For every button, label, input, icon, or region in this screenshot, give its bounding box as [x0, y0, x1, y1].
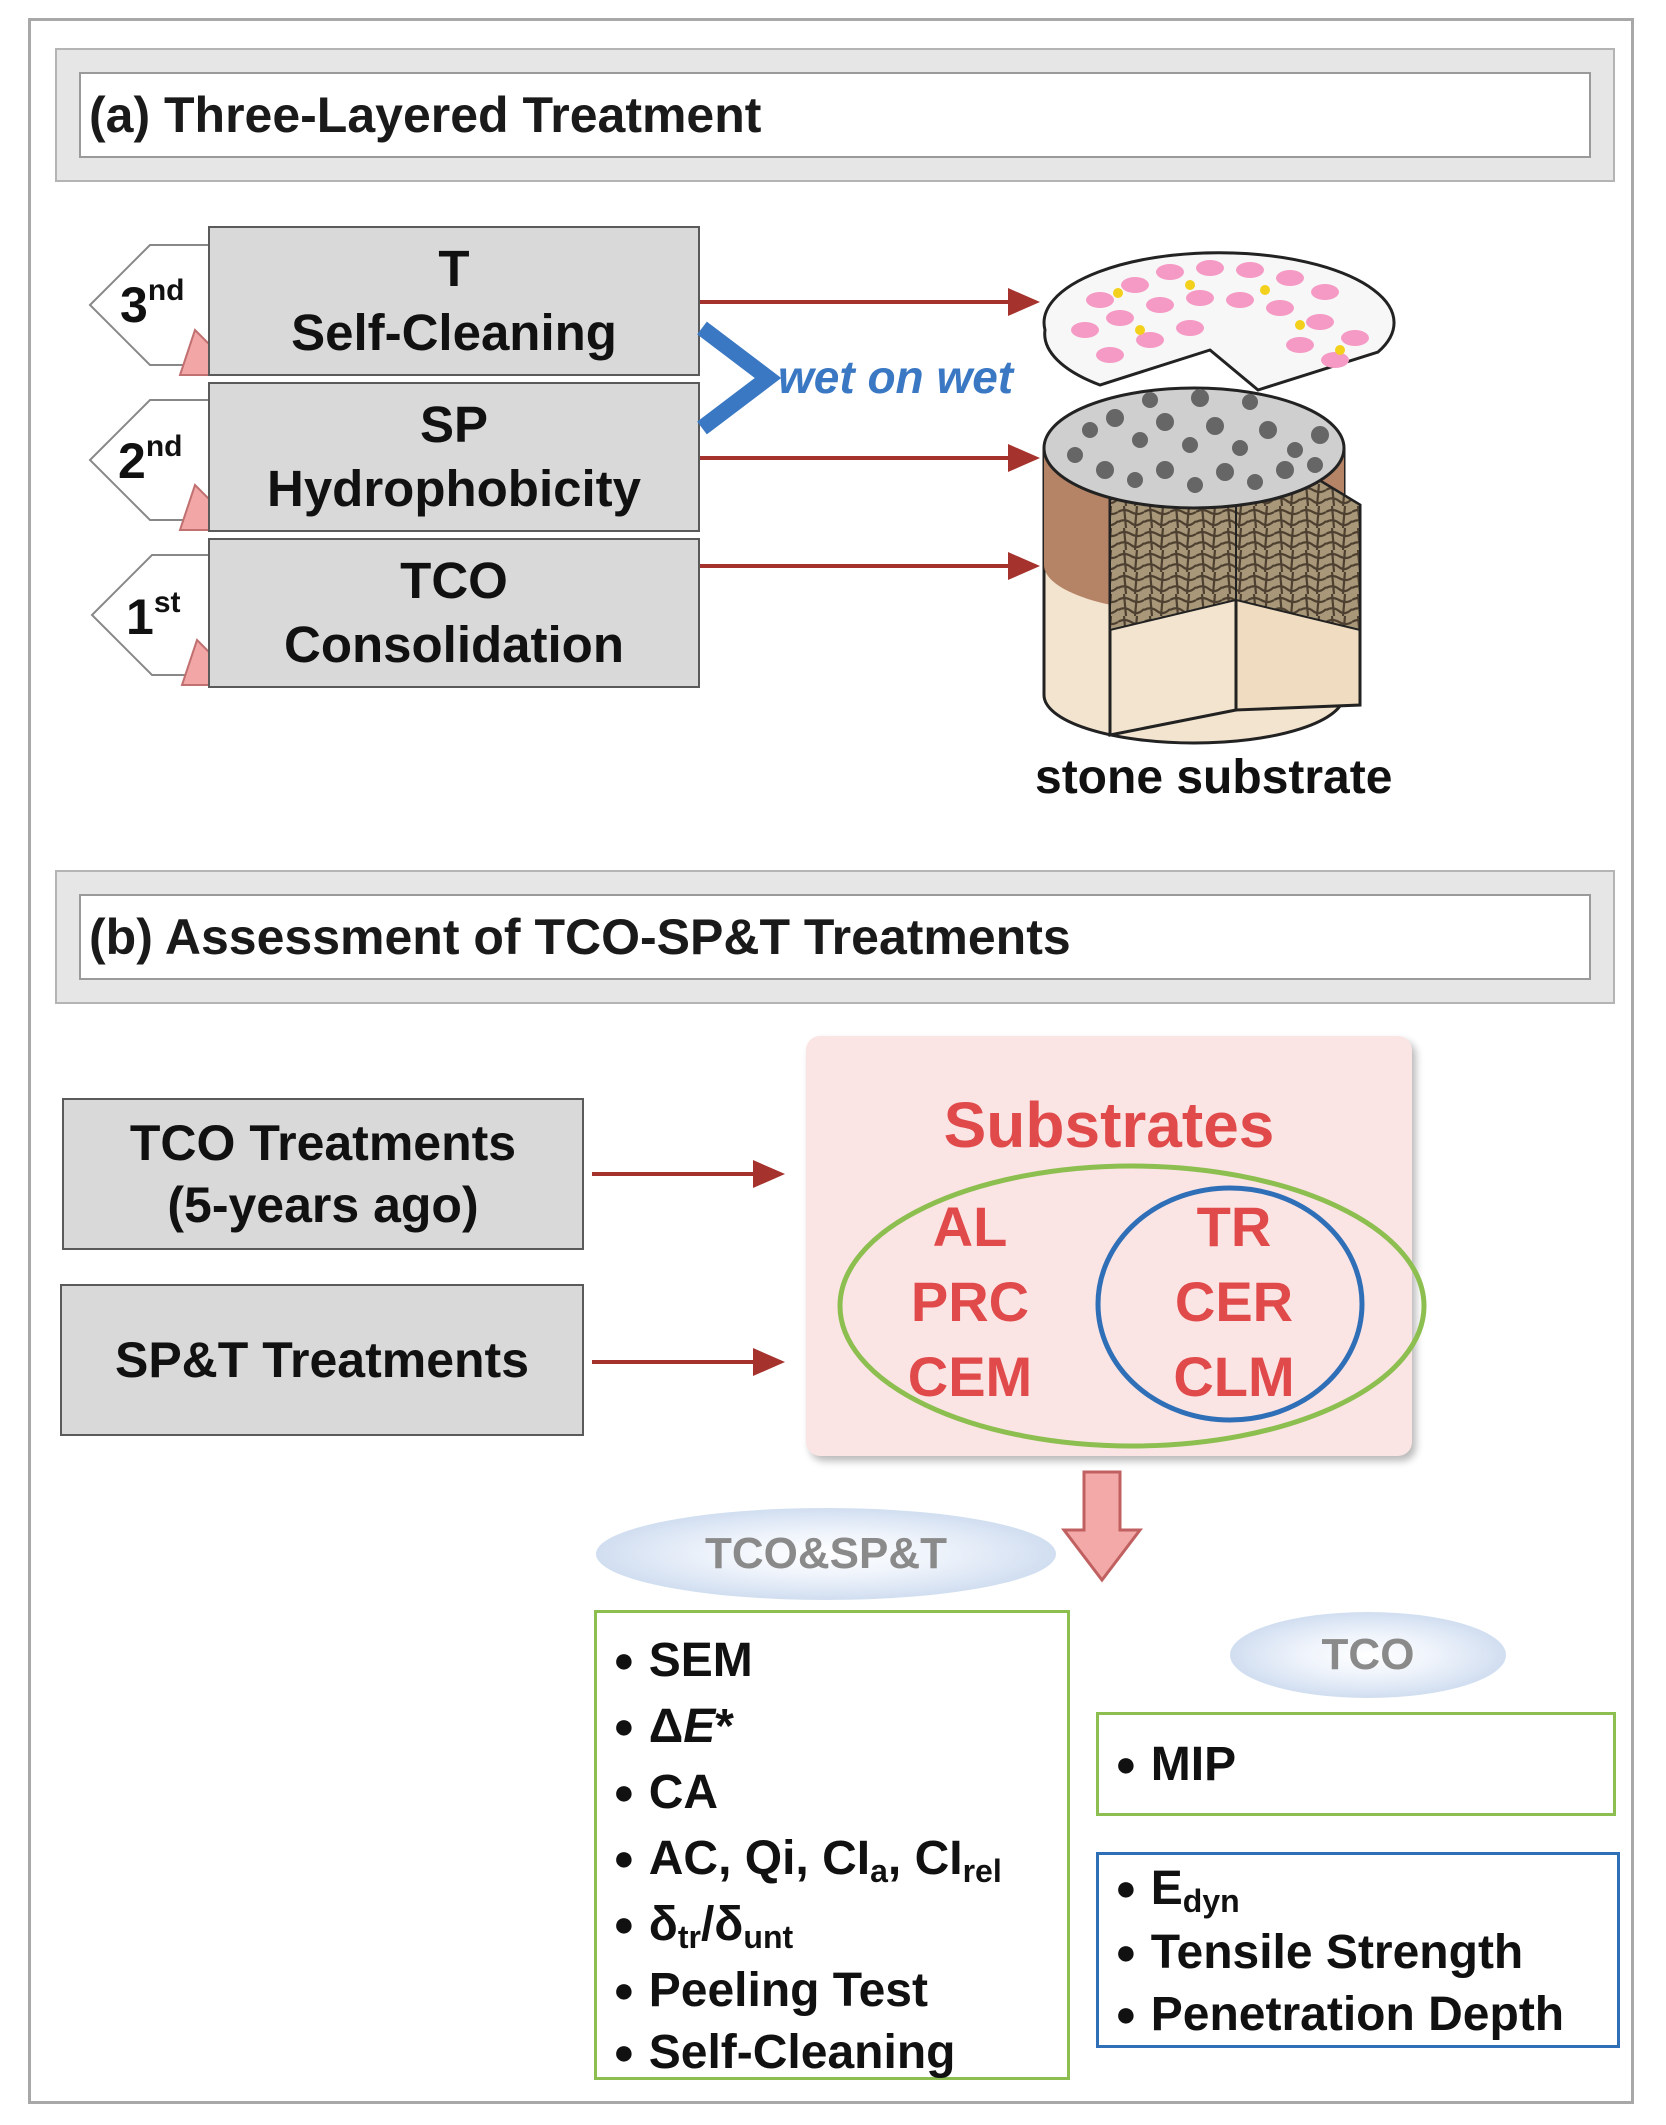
item-delta-sub1: tr	[677, 1919, 701, 1955]
badge-1st-num: 1	[126, 589, 154, 645]
substrate-cer: CER	[1174, 1270, 1294, 1333]
list-item-tensile: ●Tensile Strength	[1115, 1926, 1524, 1979]
wet-on-wet-label: wet on wet	[778, 351, 1014, 403]
item-ca-text: CA	[648, 1766, 719, 1819]
badge-3rd-suffix: nd	[147, 274, 185, 307]
list-item-ac: ●AC, Qi, CIa, CIrel	[613, 1832, 1002, 1889]
item-tensile-text: Tensile Strength	[1150, 1926, 1524, 1979]
section-a-title: (a) Three-Layered Treatment	[79, 72, 1591, 158]
badge-3rd: 3nd	[120, 274, 184, 334]
list-item-delta-e: ●ΔE*	[613, 1700, 734, 1753]
list-item-delta-ratio: ●δtr/δunt	[613, 1898, 794, 1955]
badge-3rd-num: 3	[120, 277, 148, 333]
list-item-ca: ●CA	[613, 1766, 719, 1819]
list-item-peeling: ●Peeling Test	[613, 1964, 928, 2017]
item-de-e: E	[683, 1700, 716, 1753]
layer-box-t: T Self-Cleaning	[208, 226, 700, 376]
tco-treatments-line2: (5-years ago)	[167, 1177, 479, 1233]
section-b-title: (b) Assessment of TCO-SP&T Treatments	[79, 894, 1591, 980]
item-peel-text: Peeling Test	[648, 1964, 928, 2017]
item-delta-sub2: unt	[743, 1919, 794, 1955]
list-item-penetration: ●Penetration Depth	[1115, 1988, 1565, 2041]
item-ac-sub2: rel	[962, 1853, 1002, 1889]
layer-tco-name: TCO	[400, 552, 508, 609]
section-a-header: (a) Three-Layered Treatment	[55, 48, 1615, 182]
item-ac-sub1: a	[870, 1853, 888, 1889]
item-self-text: Self-Cleaning	[648, 2026, 956, 2079]
item-delta-a: δ	[648, 1898, 678, 1951]
item-penetration-text: Penetration Depth	[1150, 1988, 1565, 2041]
layer-box-tco: TCO Consolidation	[208, 538, 700, 688]
item-edyn-sub: dyn	[1182, 1883, 1240, 1919]
stone-substrate-label: stone substrate	[1035, 751, 1393, 804]
list-item-mip: ●MIP	[1115, 1738, 1237, 1791]
item-ac-b: , CI	[887, 1832, 963, 1885]
item-de-prefix: Δ	[648, 1700, 684, 1753]
layer-box-sp: SP Hydrophobicity	[208, 382, 700, 532]
right-green-list: ●MIP	[1096, 1712, 1616, 1816]
item-edyn-main: E	[1150, 1862, 1183, 1915]
layer-t-desc: Self-Cleaning	[291, 304, 617, 361]
substrate-tr: TR	[1196, 1195, 1272, 1258]
badge-2nd: 2nd	[118, 430, 182, 490]
substrate-cem: CEM	[907, 1345, 1033, 1408]
substrate-clm: CLM	[1173, 1345, 1295, 1408]
substrate-al: AL	[932, 1195, 1008, 1258]
substrates-title: Substrates	[943, 1089, 1275, 1161]
spt-treatments-label: SP&T Treatments	[114, 1332, 529, 1388]
list-item-sem: ●SEM	[613, 1634, 753, 1687]
left-assessment-list: ●SEM ●ΔE* ●CA ●AC, Qi, CIa, CIrel ●δtr/δ…	[594, 1610, 1070, 2080]
item-sem-text: SEM	[648, 1634, 753, 1687]
pill-tco-spt: TCO&SP&T	[596, 1508, 1056, 1600]
badge-2nd-num: 2	[118, 433, 146, 489]
section-b-header: (b) Assessment of TCO-SP&T Treatments	[55, 870, 1615, 1004]
layer-tco-desc: Consolidation	[284, 616, 624, 673]
right-blue-list: ●Edyn ●Tensile Strength ●Penetration Dep…	[1096, 1852, 1620, 2048]
spt-treatments-box: SP&T Treatments	[60, 1284, 584, 1436]
substrates-panel: Substrates AL PRC CEM TR CER CLM	[806, 1036, 1412, 1456]
item-mip-text: MIP	[1150, 1738, 1237, 1791]
pill-tco: TCO	[1230, 1612, 1506, 1698]
layer-sp-desc: Hydrophobicity	[266, 460, 641, 517]
badge-2nd-suffix: nd	[145, 430, 183, 463]
list-item-edyn: ●Edyn	[1115, 1862, 1240, 1919]
item-de-star: *	[715, 1700, 734, 1753]
layer-sp-name: SP	[419, 396, 489, 453]
item-delta-b: /δ	[700, 1898, 744, 1951]
tco-treatments-line1: TCO Treatments	[129, 1115, 517, 1171]
item-ac-a: AC, Qi, CI	[648, 1832, 871, 1885]
tco-treatments-box: TCO Treatments (5-years ago)	[62, 1098, 584, 1250]
substrate-prc: PRC	[910, 1270, 1030, 1333]
badge-1st: 1st	[126, 586, 181, 646]
badge-1st-suffix: st	[153, 586, 181, 619]
layer-t-name: T	[438, 240, 470, 297]
list-item-self-cleaning: ●Self-Cleaning	[613, 2026, 956, 2079]
